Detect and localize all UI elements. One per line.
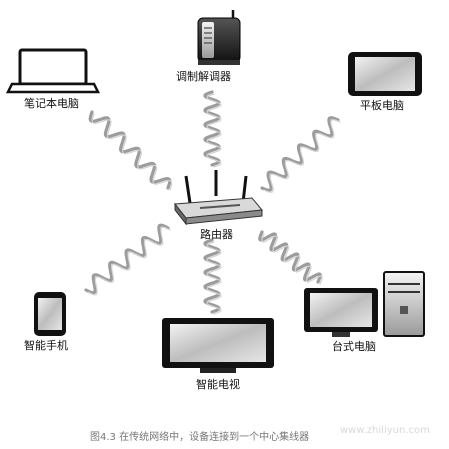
modem-icon [197,10,241,65]
smartphone-icon [34,292,66,336]
tv-label: 智能电视 [196,378,240,391]
wave-to-phone [84,223,170,295]
tablet-icon [348,52,422,96]
figure-caption: 图4.3 在传统网络中，设备连接到一个中心集线器 [90,432,310,443]
watermark: www.zhiliyun.com [340,425,430,436]
laptop-label: 笔记本电脑 [24,97,79,110]
laptop-icon [5,48,101,94]
wave-to-laptop-shadow [91,113,173,191]
modem-label: 调制解调器 [176,70,231,83]
wave-to-modem-shadow [206,93,222,168]
desktop-computer-icon [304,271,425,337]
wave-to-tablet [260,116,340,192]
router-icon [174,170,263,226]
wave-to-laptop [88,110,172,190]
tv-icon [162,318,274,373]
router-label: 路由器 [200,228,233,241]
wave-to-tablet-shadow [263,119,341,193]
wave-to-modem [203,90,221,167]
phone-label: 智能手机 [24,339,68,352]
tablet-label: 平板电脑 [360,99,404,112]
wave-to-phone-shadow [87,226,171,296]
wireless-links [84,90,341,315]
wave-to-desktop-shadow [261,233,323,285]
wave-to-tv-shadow [206,241,222,315]
wave-to-tv [203,238,221,314]
desktop-label: 台式电脑 [332,340,376,353]
